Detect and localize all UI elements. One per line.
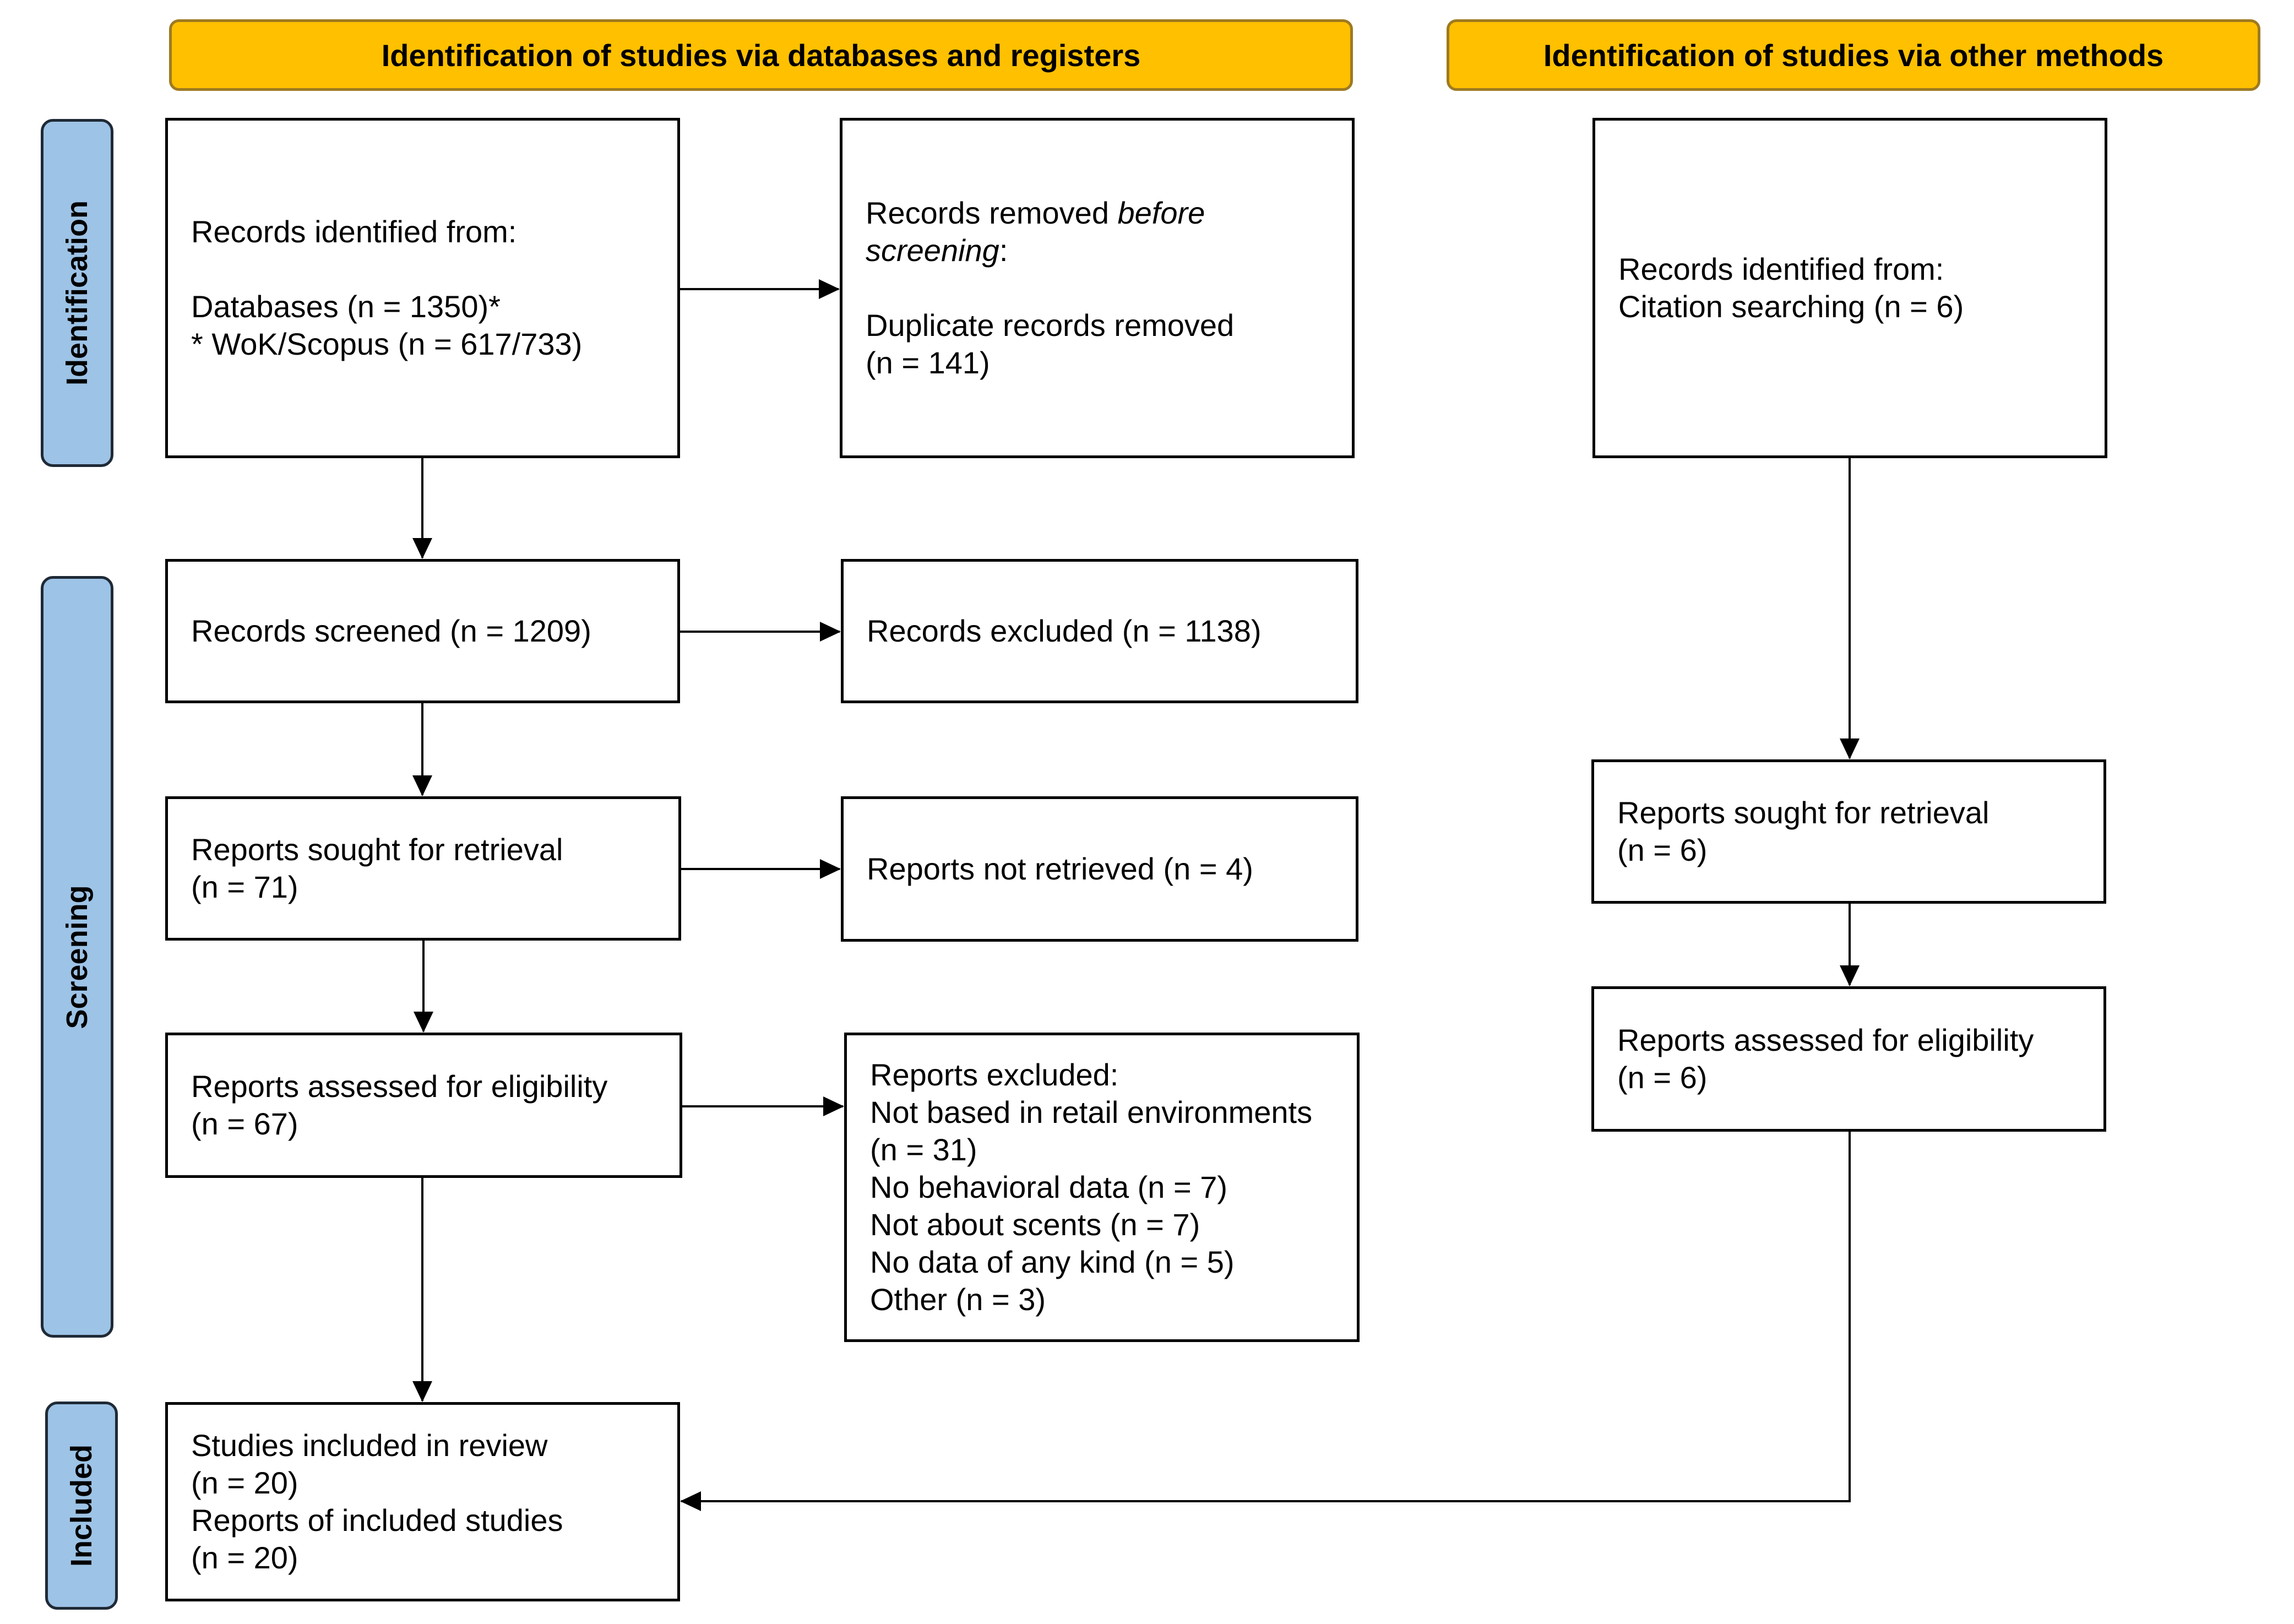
box-records-removed: Records removed before screening: Duplic… [840, 118, 1355, 458]
records-identified-sources: * WoK/Scopus (n = 617/733) [191, 327, 583, 361]
reports-excluded-title: Reports excluded: [870, 1057, 1119, 1092]
reports-excluded-reason: (n = 31) [870, 1132, 977, 1167]
other-identified-citation: Citation searching (n = 6) [1618, 289, 1964, 324]
header-databases-registers: Identification of studies via databases … [169, 19, 1353, 91]
box-records-screened: Records screened (n = 1209) [165, 559, 680, 703]
reports-excluded-reason: No data of any kind (n = 5) [870, 1245, 1235, 1279]
records-screened-text: Records screened (n = 1209) [191, 613, 591, 648]
reports-excluded-reason: Not about scents (n = 7) [870, 1207, 1200, 1242]
records-removed-colon: : [999, 233, 1008, 268]
box-records-excluded: Records excluded (n = 1138) [841, 559, 1358, 703]
other-assessed-n: (n = 6) [1617, 1060, 1708, 1095]
box-other-assessed: Reports assessed for eligibility (n = 6) [1591, 986, 2106, 1132]
other-assessed-label: Reports assessed for eligibility [1617, 1023, 2034, 1057]
header-other-methods: Identification of studies via other meth… [1447, 19, 2260, 91]
records-removed-screening: screening [866, 233, 999, 268]
reports-sought-label: Reports sought for retrieval [191, 832, 563, 867]
reports-excluded-reason: Not based in retail environments [870, 1095, 1313, 1129]
reports-sought-n: (n = 71) [191, 870, 298, 904]
box-reports-assessed: Reports assessed for eligibility (n = 67… [165, 1033, 682, 1178]
arrow-other-assessed-to-included [680, 1132, 1851, 1511]
box-records-identified: Records identified from: Databases (n = … [165, 118, 680, 458]
phase-identification: Identification [41, 119, 113, 467]
box-reports-not-retrieved: Reports not retrieved (n = 4) [841, 796, 1358, 942]
reports-assessed-label: Reports assessed for eligibility [191, 1069, 608, 1104]
other-sought-n: (n = 6) [1617, 833, 1708, 867]
phase-included: Included [45, 1402, 118, 1610]
records-removed-duplicates: Duplicate records removed [866, 308, 1235, 343]
records-removed-duplicates-n: (n = 141) [866, 345, 990, 380]
header-other-text: Identification of studies via other meth… [1543, 37, 2164, 73]
reports-excluded-reason: Other (n = 3) [870, 1282, 1046, 1317]
phase-screening: Screening [41, 576, 113, 1338]
box-studies-included: Studies included in review (n = 20) Repo… [165, 1402, 680, 1601]
reports-assessed-n: (n = 67) [191, 1106, 298, 1141]
other-sought-label: Reports sought for retrieval [1617, 795, 1989, 830]
records-excluded-text: Records excluded (n = 1138) [867, 613, 1262, 648]
other-identified-intro: Records identified from: [1618, 252, 1944, 286]
reports-not-retrieved-text: Reports not retrieved (n = 4) [867, 851, 1253, 886]
header-databases-text: Identification of studies via databases … [381, 37, 1141, 73]
box-other-sought: Reports sought for retrieval (n = 6) [1591, 759, 2106, 904]
box-reports-excluded: Reports excluded: Not based in retail en… [844, 1033, 1360, 1342]
records-identified-intro: Records identified from: [191, 214, 517, 249]
reports-included-n: (n = 20) [191, 1540, 298, 1575]
studies-included-label: Studies included in review [191, 1428, 548, 1463]
box-other-identified: Records identified from: Citation search… [1592, 118, 2107, 458]
box-reports-sought: Reports sought for retrieval (n = 71) [165, 796, 681, 941]
records-identified-databases: Databases (n = 1350)* [191, 289, 501, 324]
records-removed-before: before [1117, 195, 1205, 230]
records-removed-prefix: Records removed [866, 195, 1118, 230]
studies-included-n: (n = 20) [191, 1465, 298, 1500]
reports-included-label: Reports of included studies [191, 1503, 563, 1538]
reports-excluded-reason: No behavioral data (n = 7) [870, 1170, 1228, 1204]
